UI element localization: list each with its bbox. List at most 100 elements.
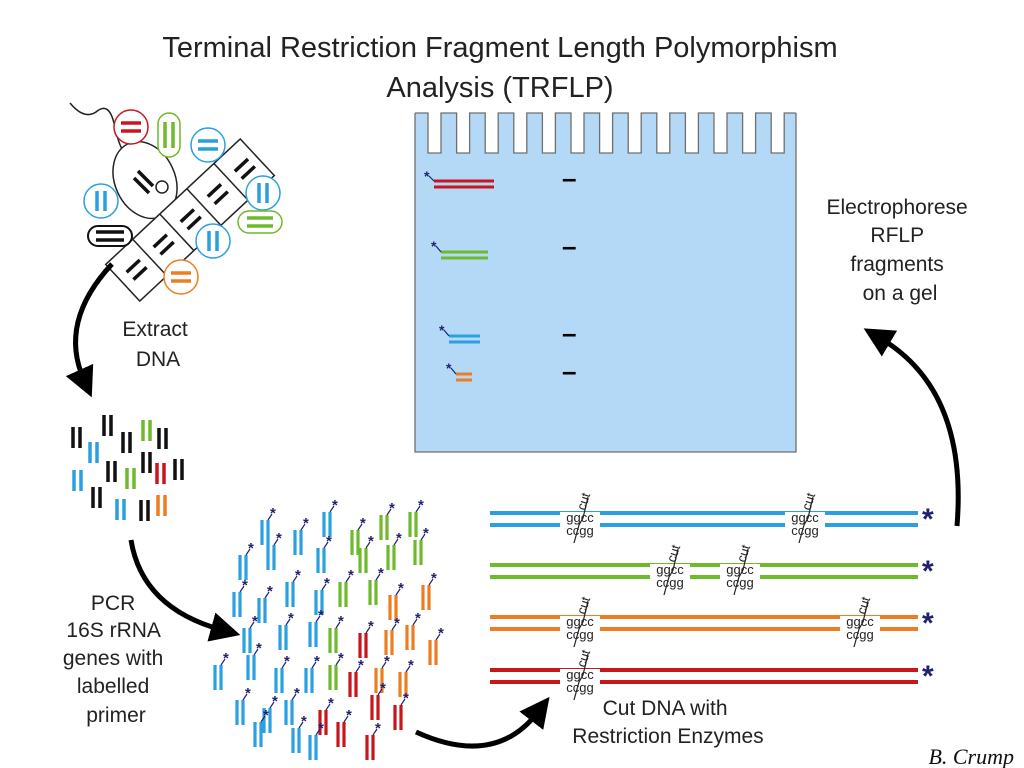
arrow-extract <box>65 262 114 398</box>
fluor-marker: * <box>348 567 354 584</box>
labelled-amplicon-blue: * <box>278 610 294 650</box>
labelled-amplicon-blue: * <box>238 540 254 580</box>
arrow-pcr <box>128 539 241 642</box>
labelled-amplicon-blue: * <box>316 533 332 573</box>
labelled-amplicon-blue: * <box>266 530 282 570</box>
fluor-marker: * <box>408 657 414 674</box>
title-line-2: Analysis (TRFLP) <box>386 72 613 104</box>
gel-band-mark: – <box>562 231 576 261</box>
arrow-electrophorese <box>863 328 961 527</box>
fluor-marker: * <box>394 615 400 632</box>
labelled-amplicon-blue: * <box>246 640 262 680</box>
fluor-marker: * <box>314 653 320 670</box>
fluor-marker: * <box>245 685 251 702</box>
labelled-amplicon-green: * <box>413 525 429 565</box>
fluor-marker: * <box>272 693 278 710</box>
labelled-amplicon-red: * <box>393 690 409 730</box>
fluor-marker: * <box>415 610 421 627</box>
fluor-marker: * <box>346 707 352 724</box>
labelled-amplicon-orange: * <box>405 610 421 650</box>
fluor-marker: * <box>431 238 437 254</box>
labelled-amplicon-red: * <box>336 707 352 747</box>
fluor-marker: * <box>368 533 374 550</box>
gel-band-blue <box>443 329 480 344</box>
fluor-marker: * <box>922 607 934 640</box>
fluor-marker: * <box>424 168 430 184</box>
labelled-amplicon-green: * <box>408 497 424 537</box>
labelled-amplicon-blue: * <box>291 713 307 753</box>
fluor-marker: * <box>418 497 424 514</box>
fluor-marker: * <box>301 713 307 730</box>
author-credit: B. Crump <box>928 744 1014 768</box>
fluor-marker: * <box>431 570 437 587</box>
site-bottom-sequence: ccgg <box>566 680 593 695</box>
fluor-marker: * <box>378 565 384 582</box>
site-top-sequence: ggcc <box>566 667 594 682</box>
restriction-digest: *ggccccggcutggccccggcut*ggccccggcutggccc… <box>490 490 934 701</box>
electrophoresis-gel: * * * * – – – – <box>414 112 797 453</box>
labelled-amplicon-blue: * <box>304 653 320 693</box>
labelled-amplicon-blue: * <box>293 515 309 555</box>
labelled-amplicon-green: * <box>338 567 354 607</box>
site-bottom-sequence: ccgg <box>791 523 818 538</box>
fluor-marker: * <box>922 555 934 588</box>
fluor-marker: * <box>248 540 254 557</box>
labelled-amplicon-blue: * <box>285 567 301 607</box>
site-bottom-sequence: ccgg <box>656 575 683 590</box>
cut-label: cut <box>664 542 684 563</box>
labelled-amplicon-green: * <box>386 530 402 570</box>
labelled-amplicon-blue: * <box>260 505 276 545</box>
fluor-marker: * <box>318 720 324 737</box>
site-top-sequence: ggcc <box>566 614 594 629</box>
labelled-amplicon-green: * <box>358 533 374 573</box>
fluor-marker: * <box>384 653 390 670</box>
fluor-marker: * <box>368 618 374 635</box>
site-top-sequence: ggcc <box>566 510 594 525</box>
labelled-amplicon-green: * <box>379 500 395 540</box>
fluor-marker: * <box>439 322 445 338</box>
labelled-amplicon-orange: * <box>428 625 444 665</box>
fluor-marker: * <box>396 530 402 547</box>
labelled-amplicon-blue: * <box>322 497 338 537</box>
labelled-amplicon-red: * <box>318 695 334 735</box>
step-extract-label: Extract DNA <box>122 318 193 371</box>
title-line-1: Terminal Restriction Fragment Length Pol… <box>162 32 837 64</box>
blue-cell <box>195 223 231 259</box>
gel-comb <box>415 112 796 154</box>
fluor-marker: * <box>389 500 395 517</box>
fluor-marker: * <box>380 680 386 697</box>
orange-cell <box>163 259 199 295</box>
labelled-amplicon-blue: * <box>308 607 324 647</box>
labelled-amplicon-green: * <box>328 613 344 653</box>
gel-band-red <box>428 175 494 189</box>
labelled-amplicon-blue: * <box>213 650 229 690</box>
blue-cell <box>190 127 226 163</box>
fluor-marker: * <box>375 720 381 737</box>
labelled-amplicon-red: * <box>365 720 381 760</box>
labelled-amplicon-orange: * <box>384 615 400 655</box>
fluor-marker: * <box>398 580 404 597</box>
fluor-marker: * <box>438 625 444 642</box>
labelled-amplicon-orange: * <box>421 570 437 610</box>
fluor-marker: * <box>276 530 282 547</box>
fluor-marker: * <box>403 690 409 707</box>
fluor-marker: * <box>223 650 229 667</box>
gel-band-mark: – <box>562 163 576 193</box>
flagellum <box>69 102 129 159</box>
cut-label: cut <box>574 594 594 615</box>
fluor-marker: * <box>267 583 273 600</box>
blue-cell <box>83 183 119 219</box>
site-bottom-sequence: ccgg <box>566 523 593 538</box>
fluor-marker: * <box>326 533 332 550</box>
cut-label: cut <box>799 490 819 511</box>
site-top-sequence: ggcc <box>656 562 684 577</box>
fluor-marker: * <box>288 610 294 627</box>
